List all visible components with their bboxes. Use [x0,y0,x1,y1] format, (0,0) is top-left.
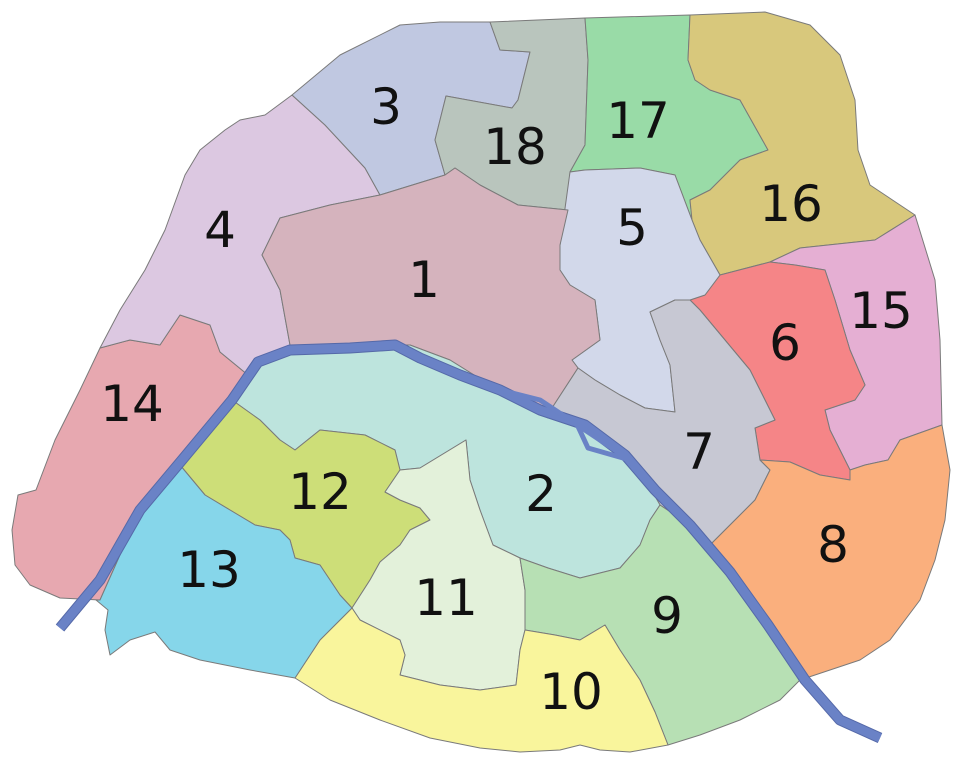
district-label-15: 15 [849,282,913,340]
district-label-11: 11 [414,569,478,627]
district-label-5: 5 [616,199,648,257]
district-label-9: 9 [651,587,683,645]
district-10[interactable] [294,607,669,753]
district-label-8: 8 [817,516,849,574]
district-label-12: 12 [288,463,352,521]
district-label-2: 2 [525,465,557,523]
district-labels: 1 2 3 4 5 6 7 8 9 10 11 12 13 14 15 16 1… [100,78,913,721]
district-label-6: 6 [769,314,801,372]
district-label-14: 14 [100,375,164,433]
district-label-18: 18 [483,118,547,176]
district-label-13: 13 [177,541,241,599]
district-label-7: 7 [683,423,715,481]
district-label-16: 16 [759,175,823,233]
river-seine [55,339,883,744]
river-seine-branch-island [572,418,631,463]
district-label-4: 4 [204,201,236,259]
district-label-10: 10 [539,663,603,721]
district-label-3: 3 [370,78,402,136]
district-label-17: 17 [606,92,670,150]
district-13[interactable] [95,464,353,679]
river-seine-main [56,340,882,743]
river-seine-branch-north [499,387,643,477]
districts-layer [11,11,951,753]
district-8[interactable] [709,424,951,681]
district-label-1: 1 [408,251,440,309]
